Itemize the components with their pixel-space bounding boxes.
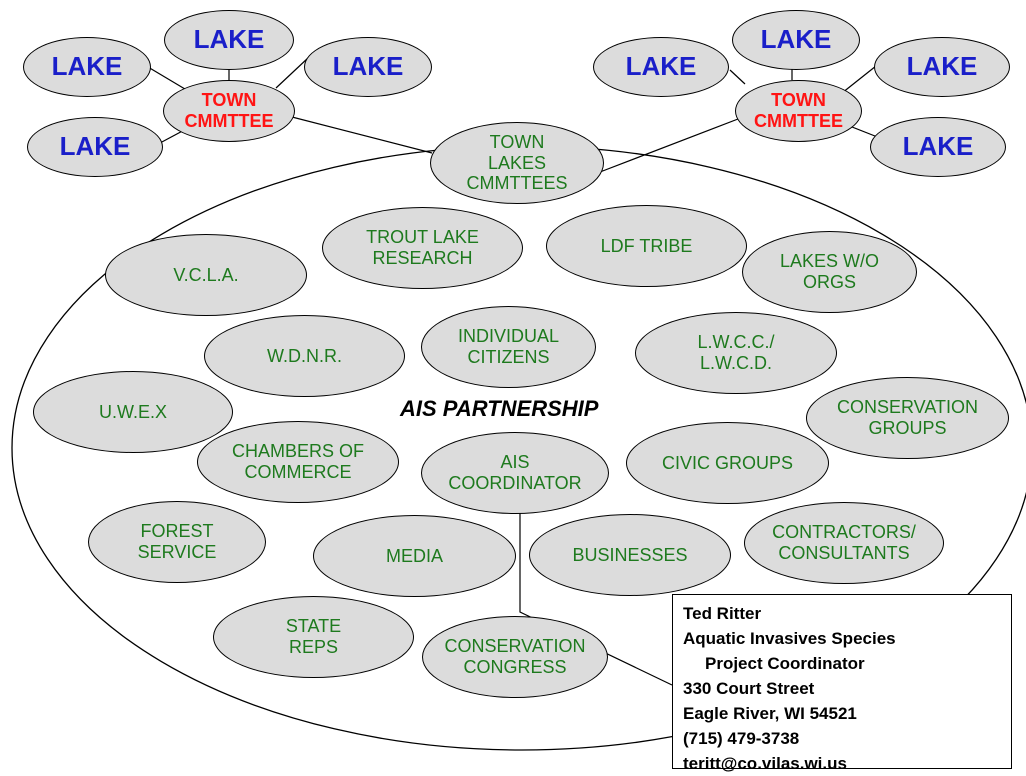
connector-line (599, 118, 739, 173)
connector-line (275, 57, 309, 89)
org-ldf-tribe: LDF TRIBE (546, 205, 747, 287)
org-contractors-consultants: CONTRACTORS/CONSULTANTS (744, 502, 944, 584)
org-wdnr: W.D.N.R. (204, 315, 405, 397)
lake-node: LAKE (593, 37, 729, 97)
contact-city: Eagle River, WI 54521 (683, 704, 857, 723)
connector-line (841, 65, 877, 94)
lake-node: LAKE (874, 37, 1010, 97)
partnership-title: AIS PARTNERSHIP (400, 396, 599, 421)
contact-email[interactable]: teritt@co.vilas.wi.us (683, 754, 847, 773)
org-businesses: BUSINESSES (529, 514, 731, 596)
contact-phone: (715) 479-3738 (683, 729, 800, 748)
org-uwex: U.W.E.X (33, 371, 233, 453)
contact-box: Ted Ritter Aquatic Invasives Species Pro… (672, 594, 1012, 773)
lake-node: LAKE (164, 10, 294, 70)
contact-title: Aquatic Invasives Species (683, 629, 896, 648)
contact-title-2: Project Coordinator (705, 654, 865, 673)
connector-line (729, 69, 746, 85)
contact-name: Ted Ritter (683, 604, 762, 623)
lake-node: LAKE (304, 37, 432, 97)
contact-street: 330 Court Street (683, 679, 815, 698)
org-media: MEDIA (313, 515, 516, 597)
lake-node: LAKE (870, 117, 1006, 177)
org-vcla: V.C.L.A. (105, 234, 307, 316)
lake-node: LAKE (23, 37, 151, 97)
connector-line (291, 116, 433, 154)
org-civic-groups: CIVIC GROUPS (626, 422, 829, 504)
coordinator-connector (519, 513, 673, 686)
lake-node: LAKE (732, 10, 860, 70)
org-lwcc-lwcd: L.W.C.C./L.W.C.D. (635, 312, 837, 394)
lake-node: LAKE (27, 117, 163, 177)
